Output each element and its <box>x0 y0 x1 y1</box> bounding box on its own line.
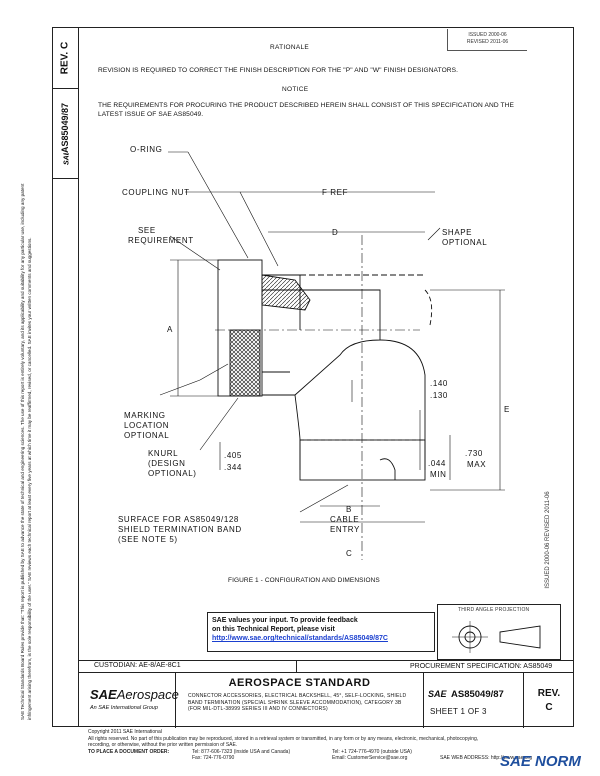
label-d: D <box>332 228 338 237</box>
label-b: B <box>346 505 352 514</box>
label-a: A <box>167 325 173 334</box>
standard-description: CONNECTOR ACCESSORIES, ELECTRICAL BACKSH… <box>188 693 407 712</box>
left-column <box>52 27 78 727</box>
title-block: SAEAerospace An SAE International Group … <box>78 672 574 728</box>
third-angle-label: THIRD ANGLE PROJECTION <box>458 607 530 613</box>
side-document-number: AS85049/87 <box>60 102 70 153</box>
sae-norm-watermark: SAE NORM <box>500 753 581 770</box>
footer-tel-2: Tel: +1 724-776-4970 (outside USA) <box>332 748 412 755</box>
footer-fax: Fax: 724-776-0790 <box>192 755 235 761</box>
feedback-box: SAE values your input. To provide feedba… <box>207 612 435 652</box>
rationale-text: REVISION IS REQUIRED TO CORRECT THE FINI… <box>98 67 459 74</box>
label-f-ref: F REF <box>322 188 348 197</box>
third-angle-projection: THIRD ANGLE PROJECTION <box>437 604 561 660</box>
label-dim-344: .344 <box>224 463 242 472</box>
procurement-box <box>296 661 574 673</box>
document-number-cell: SAE AS85049/87 SHEET 1 OF 3 <box>424 673 524 728</box>
document-number: AS85049/87 <box>451 689 504 700</box>
watermark-text: SAE NORM <box>500 753 581 770</box>
footer-copyright: Copyright 2011 SAE International <box>88 729 162 735</box>
footer-order-label: TO PLACE A DOCUMENT ORDER: <box>88 748 170 755</box>
notice-title: NOTICE <box>282 86 309 93</box>
right-vertical-text: ISSUED 2000-06 REVISED 2011-06 <box>545 491 551 589</box>
label-knurl-2: (DESIGN <box>148 459 186 468</box>
label-e: E <box>504 405 510 414</box>
revision-value: C <box>545 702 553 713</box>
feedback-line-1: SAE values your input. To provide feedba… <box>212 617 358 624</box>
feedback-link[interactable]: http://www.sae.org/technical/standards/A… <box>212 635 388 642</box>
footer-email[interactable]: Email: CustomerService@sae.org <box>332 755 408 761</box>
side-legal-text: SAE Technical Standards Board Rules prov… <box>20 183 32 720</box>
custodian: CUSTODIAN: AE-8/AE-8C1 <box>94 662 181 669</box>
issue-stamp: ISSUED 2000-06 REVISED 2011-06 <box>447 29 527 51</box>
label-marking-1: MARKING <box>124 411 166 420</box>
standard-title: AEROSPACE STANDARD <box>228 677 371 689</box>
sheet-frame <box>78 27 574 727</box>
footer-rights-2: recording, or otherwise, without the pri… <box>88 742 238 748</box>
label-dim-044: .044 <box>428 459 446 468</box>
stamp-issued: ISSUED 2000-06 <box>468 32 507 38</box>
notice-text: THE REQUIREMENTS FOR PROCURING THE PRODU… <box>98 102 514 118</box>
projection-symbol-icon <box>452 621 541 653</box>
label-shape-1: SHAPE <box>442 228 472 237</box>
knurl-band <box>229 329 261 397</box>
label-knurl-1: KNURL <box>148 449 178 458</box>
label-max: MAX <box>467 460 486 469</box>
revision-label: REV. <box>537 688 561 699</box>
label-dim-405: .405 <box>224 451 242 460</box>
label-cable-2: ENTRY <box>330 525 360 534</box>
custodian-row: CUSTODIAN: AE-8/AE-8C1 PROCUREMENT SPECI… <box>78 660 574 673</box>
side-legal-notice: SAE Technical Standards Board Rules prov… <box>2 180 50 720</box>
label-shape-2: OPTIONAL <box>442 238 487 247</box>
label-see-2: REQUIREMENT <box>128 236 194 245</box>
sae-aerospace-logo: SAEAerospace An SAE International Group <box>78 673 179 728</box>
label-cable-1: CABLE <box>330 515 359 524</box>
label-marking-3: OPTIONAL <box>124 431 169 440</box>
svg-text:SAE: SAE <box>64 153 70 165</box>
side-rev-value: C <box>59 41 71 49</box>
brand-bold: SAE <box>90 687 117 702</box>
sae-mini-logo: SAE <box>428 689 447 699</box>
footer-tel-1: Tel: 877-606-7323 (inside USA and Canada… <box>192 748 291 755</box>
sae-logo-icon: SAE <box>64 150 71 165</box>
title-middle: AEROSPACE STANDARD CONNECTOR ACCESSORIES… <box>176 673 424 728</box>
label-dim-140: .140 <box>430 379 448 388</box>
label-surface-1: SURFACE FOR AS85049/128 <box>118 515 239 524</box>
label-see-1: SEE <box>138 226 156 235</box>
footer-rights: All rights reserved. No part of this pub… <box>88 735 479 742</box>
configuration-drawing: O-RING COUPLING NUT F REF SEE REQUIREMEN… <box>118 145 510 560</box>
label-dim-130: .130 <box>430 391 448 400</box>
label-c: C <box>346 549 352 558</box>
side-revision-box: REV. C <box>52 27 78 89</box>
footer-web[interactable]: SAE WEB ADDRESS: http://www.sae.org <box>440 755 532 761</box>
feedback-line-2: on this Technical Report, please visit <box>212 626 335 633</box>
revision-cell: REV. C <box>524 673 574 728</box>
label-knurl-3: OPTIONAL) <box>148 469 197 478</box>
brand-rest: Aerospace <box>116 687 179 702</box>
label-surface-2: SHIELD TERMINATION BAND <box>118 525 242 534</box>
brand-sub: An SAE International Group <box>90 705 158 711</box>
procurement-spec: PROCUREMENT SPECIFICATION: AS85049 <box>410 663 553 670</box>
label-dim-730: .730 <box>465 449 483 458</box>
label-coupling-nut: COUPLING NUT <box>122 188 190 197</box>
figure-caption: FIGURE 1 - CONFIGURATION AND DIMENSIONS <box>228 577 380 584</box>
sheet-number: SHEET 1 OF 3 <box>430 707 487 716</box>
stamp-revised: REVISED 2011-06 <box>466 39 509 45</box>
side-rev-label: REV. <box>59 51 71 74</box>
footer: Copyright 2011 SAE International All rig… <box>88 729 578 762</box>
label-oring: O-RING <box>130 145 163 154</box>
rationale-title: RATIONALE <box>270 44 310 51</box>
label-min: MIN <box>430 470 446 479</box>
label-marking-2: LOCATION <box>124 421 169 430</box>
label-surface-3: (SEE NOTE 5) <box>118 535 178 544</box>
